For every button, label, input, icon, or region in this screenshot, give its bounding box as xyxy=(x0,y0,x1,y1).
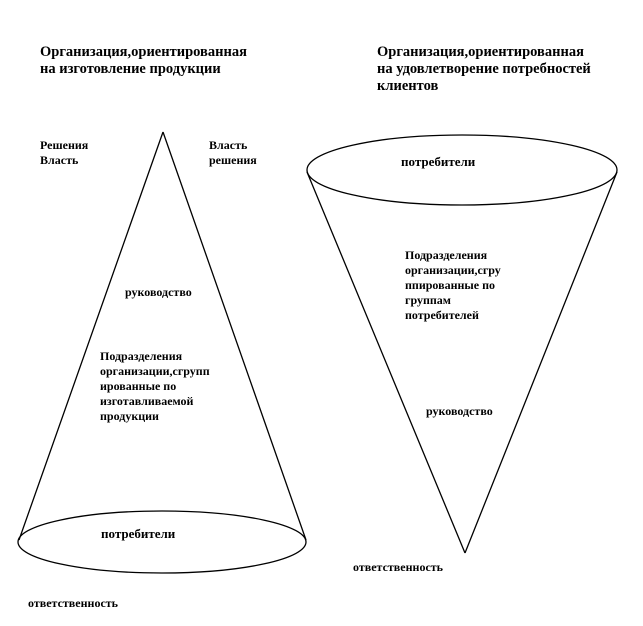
right-responsibility-label: ответственность xyxy=(353,560,444,574)
left-cone-base-ellipse xyxy=(17,510,307,574)
left-management-label: руководство xyxy=(125,285,192,299)
left-label-decisions-power: Решения Власть xyxy=(40,138,89,167)
right-title: Организация,ориентированная на удовлетво… xyxy=(377,44,591,94)
right-cone xyxy=(306,134,618,554)
left-cone-left-side xyxy=(18,131,164,541)
left-divisions-label: Подразделения организации,сгрупп ированн… xyxy=(100,349,210,423)
left-cone xyxy=(17,131,307,574)
right-divisions-label: Подразделения организации,сгру ппированн… xyxy=(405,248,501,322)
left-cone-right-side xyxy=(162,131,307,541)
left-responsibility-label: ответственность xyxy=(28,596,119,610)
right-cone-left-side xyxy=(306,171,466,554)
right-consumers-label: потребители xyxy=(401,154,476,169)
left-consumers-label: потребители xyxy=(101,526,176,541)
left-label-power-decisions: Власть решения xyxy=(209,138,257,167)
left-title: Организация,ориентированная на изготовле… xyxy=(40,44,247,77)
right-cone-top-ellipse xyxy=(306,134,618,206)
right-management-label: руководство xyxy=(426,404,493,418)
right-cone-right-side xyxy=(464,171,618,554)
